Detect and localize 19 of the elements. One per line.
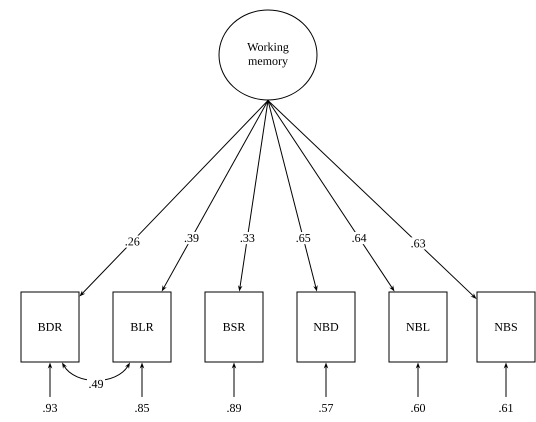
variable-box: NBD [296, 291, 356, 362]
edge-label: .49 [87, 378, 105, 390]
edge-label: .26 [122, 235, 142, 248]
variable-box: BSR [204, 291, 264, 362]
error-value: .89 [227, 404, 241, 412]
variable-box: NBL [388, 291, 448, 362]
error-value: .85 [135, 404, 150, 412]
variable-box: NBS [476, 291, 536, 362]
error-value: .60 [411, 404, 426, 412]
variable-box: BDR [20, 291, 80, 362]
edge-label: .33 [238, 232, 257, 244]
edge-label: .65 [294, 232, 313, 244]
variable-box: BLR [112, 291, 172, 362]
error-value: .57 [319, 404, 334, 412]
error-value: .61 [499, 404, 513, 412]
edge-label: .39 [182, 232, 201, 244]
edge-label: .63 [408, 237, 428, 250]
error-value: .93 [43, 404, 58, 412]
edge-label: .64 [350, 232, 369, 244]
